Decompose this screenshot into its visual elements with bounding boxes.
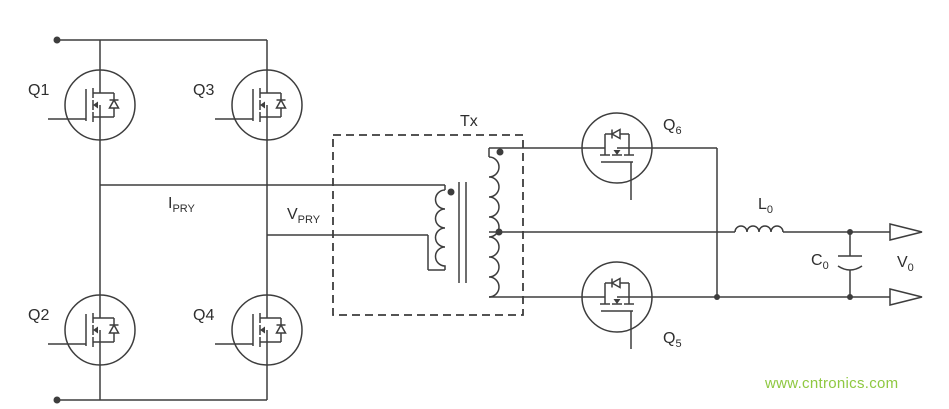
- label-c0: C0: [811, 252, 829, 272]
- center-tap-dot: [495, 228, 503, 236]
- label-vpry-main: V: [287, 206, 298, 223]
- label-l0: L0: [758, 196, 773, 216]
- label-c0-main: C: [811, 252, 823, 269]
- label-q1: Q1: [28, 82, 50, 99]
- label-q6: Q6: [663, 117, 682, 137]
- label-l0-sub: 0: [766, 204, 774, 217]
- rectifier-rail-junction-dot: [714, 294, 720, 300]
- secondary-polarity-dot: [496, 148, 504, 156]
- capacitor-c0: [837, 255, 863, 271]
- label-v0-main: V: [897, 254, 908, 271]
- label-v0-sub: 0: [907, 262, 914, 275]
- junction-dot-top-rail: [53, 36, 61, 44]
- junction-dot-bottom-rail: [53, 396, 61, 404]
- output-terminal-bottom: [889, 288, 923, 306]
- label-vpry: VPRY: [287, 206, 320, 226]
- label-q5: Q5: [663, 330, 682, 350]
- label-c0-sub: 0: [822, 260, 829, 273]
- mosfet-q2: [47, 294, 136, 366]
- watermark: www.cntronics.com: [765, 375, 899, 392]
- mosfet-q1: [47, 69, 136, 141]
- inductor-l0: [734, 225, 784, 233]
- label-ipry-main: I: [168, 195, 173, 212]
- label-q2: Q2: [28, 307, 50, 324]
- output-terminal-top: [889, 223, 923, 241]
- label-ipry-sub: PRY: [172, 203, 195, 216]
- transformer-boundary-box: [332, 134, 524, 316]
- label-q3: Q3: [193, 82, 215, 99]
- wires: [57, 39, 890, 401]
- label-q4: Q4: [193, 307, 215, 324]
- mosfet-q3: [214, 69, 303, 141]
- label-l0-main: L: [758, 196, 767, 213]
- label-q6-main: Q: [663, 117, 676, 134]
- mosfet-q6: [581, 112, 653, 201]
- junction-dots: [53, 36, 853, 404]
- mosfet-q5: [581, 261, 653, 350]
- cap-top-junction-dot: [847, 229, 853, 235]
- secondary-winding: [488, 156, 500, 298]
- label-v0: V0: [897, 254, 914, 274]
- transformer: [332, 134, 524, 316]
- label-q5-main: Q: [663, 330, 676, 347]
- mosfet-q4: [214, 294, 303, 366]
- label-ipry: IPRY: [168, 195, 195, 215]
- label-vpry-sub: PRY: [297, 214, 321, 227]
- primary-polarity-dot: [447, 188, 455, 196]
- label-q6-sub: 6: [675, 125, 682, 138]
- cap-bottom-junction-dot: [847, 294, 853, 300]
- primary-winding: [434, 189, 446, 270]
- label-tx: Tx: [460, 113, 478, 130]
- label-q5-sub: 5: [675, 338, 682, 351]
